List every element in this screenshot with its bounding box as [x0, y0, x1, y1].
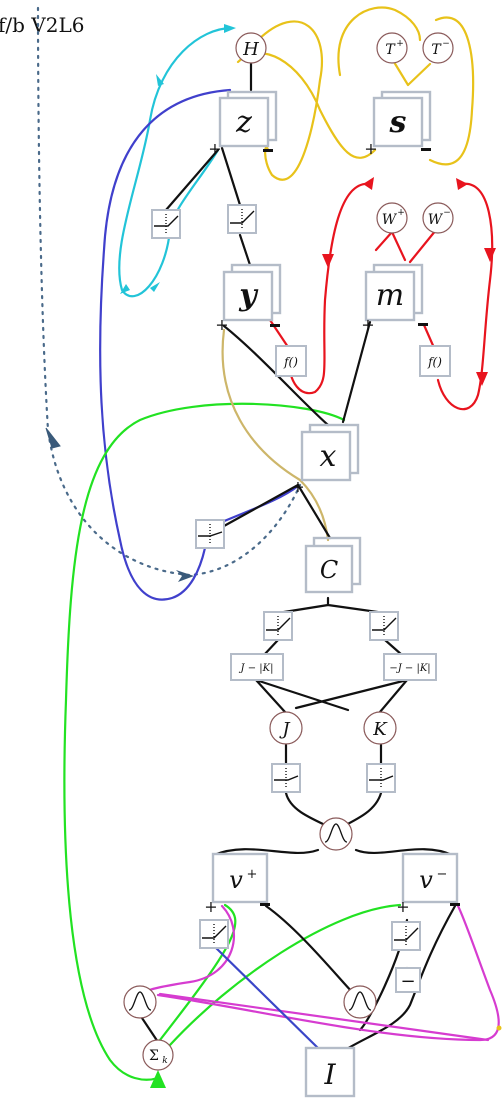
svg-text:−: −	[437, 867, 448, 882]
tan-wire	[221, 328, 330, 542]
red-arrow-5	[476, 372, 488, 386]
svg-text:−: −	[400, 971, 415, 992]
svg-text:T: T	[385, 42, 396, 58]
svg-text:+: +	[204, 897, 217, 916]
red-arrow-2	[322, 254, 334, 268]
svg-text:+: +	[291, 477, 304, 496]
gate-vminus	[391, 921, 421, 951]
svg-text:v: v	[419, 866, 433, 894]
cyan-arrow-4	[150, 282, 160, 292]
svg-text:+: +	[364, 139, 377, 158]
box-z[interactable]: z +	[208, 90, 278, 158]
yellow-wire-2	[337, 6, 475, 166]
svg-text:C: C	[320, 556, 338, 584]
gate-z-y	[227, 204, 257, 234]
green-arrow	[150, 1070, 166, 1088]
gate-cyan	[151, 209, 181, 239]
dotted-arrow-head-2	[176, 570, 194, 582]
svg-text:J: J	[278, 719, 291, 740]
svg-text:+: +	[396, 897, 409, 916]
svg-text:W: W	[382, 212, 398, 228]
box-I[interactable]: I	[304, 1046, 356, 1098]
svg-text:H: H	[242, 39, 259, 60]
minus-box: −	[395, 967, 421, 993]
peak-circle-left[interactable]	[123, 985, 157, 1019]
cyan-arrow-2	[156, 74, 164, 86]
svg-text:z: z	[235, 105, 252, 140]
gate-J	[271, 763, 301, 793]
gate-blue	[195, 519, 225, 549]
corner-label: f/b V2L6	[0, 13, 84, 37]
box-s[interactable]: s +	[364, 90, 432, 158]
circle-Wplus[interactable]: W +	[376, 202, 408, 234]
jk-box-left: J − |K|	[230, 653, 284, 681]
svg-text:+: +	[215, 315, 228, 334]
svg-text:x: x	[320, 439, 337, 474]
f-box-y: f()	[275, 345, 307, 377]
circle-Wminus[interactable]: W −	[422, 202, 454, 234]
peak-circle-right[interactable]	[343, 985, 377, 1019]
gate-C-left	[263, 611, 293, 641]
svg-text:I: I	[323, 1058, 336, 1091]
gates	[151, 204, 421, 951]
gate-C-right	[369, 611, 399, 641]
red-arrow-3	[456, 178, 468, 190]
box-x[interactable]: x +	[291, 423, 360, 496]
box-y[interactable]: y +	[215, 263, 282, 334]
dotted-arrow-head-1	[45, 427, 61, 449]
blue-lower-wire	[213, 945, 321, 1051]
magenta-wire-2	[158, 992, 490, 1042]
svg-text:−: −	[442, 39, 450, 49]
green-wire	[63, 402, 346, 1081]
svg-text:K: K	[372, 719, 388, 740]
circle-H[interactable]: H	[235, 32, 267, 64]
box-m[interactable]: m +	[361, 263, 428, 334]
svg-text:f(): f()	[427, 355, 442, 369]
dotted-feedback-wire	[36, 6, 302, 577]
circle-K[interactable]: K	[363, 711, 397, 745]
svg-text:T: T	[431, 42, 442, 58]
circle-Tminus[interactable]: T −	[422, 32, 454, 64]
cyan-wire	[118, 26, 234, 298]
svg-text:Σ: Σ	[149, 1048, 159, 1064]
svg-text:J − |K|: J − |K|	[239, 663, 274, 674]
svg-text:m: m	[376, 278, 404, 313]
svg-text:+: +	[397, 208, 405, 218]
red-arrow-1	[363, 177, 374, 190]
yellow-dot	[496, 1025, 502, 1031]
svg-text:k: k	[162, 1056, 167, 1066]
red-arrow-4	[484, 248, 496, 262]
sigma-circle[interactable]: Σ k	[142, 1039, 174, 1071]
svg-text:v: v	[229, 866, 243, 894]
peak-circle-center[interactable]	[319, 817, 353, 851]
svg-text:W: W	[428, 212, 444, 228]
gate-K	[366, 763, 396, 793]
svg-text:+: +	[396, 39, 404, 49]
red-wire-3	[374, 228, 438, 264]
svg-text:−: −	[443, 208, 451, 218]
svg-text:+: +	[247, 867, 258, 882]
svg-text:+: +	[208, 139, 221, 158]
svg-text:f(): f()	[283, 355, 298, 369]
box-vplus[interactable]: v + +	[204, 852, 270, 916]
svg-text:+: +	[361, 315, 374, 334]
black-wires	[138, 60, 457, 1052]
cyan-arrow-1	[224, 24, 236, 33]
gate-vplus	[199, 919, 229, 949]
box-C[interactable]: C	[304, 536, 362, 594]
cyan-arrow-3	[120, 284, 130, 294]
circle-J[interactable]: J	[269, 711, 303, 745]
box-vminus[interactable]: v − +	[396, 852, 460, 916]
jk-box-right: −J − |K|	[383, 653, 437, 681]
svg-text:−J − |K|: −J − |K|	[389, 663, 430, 674]
circle-Tplus[interactable]: T +	[376, 32, 408, 64]
svg-text:s: s	[389, 105, 407, 140]
blue-wire	[99, 88, 232, 601]
svg-text:y: y	[238, 278, 259, 313]
f-box-m: f()	[419, 345, 451, 377]
